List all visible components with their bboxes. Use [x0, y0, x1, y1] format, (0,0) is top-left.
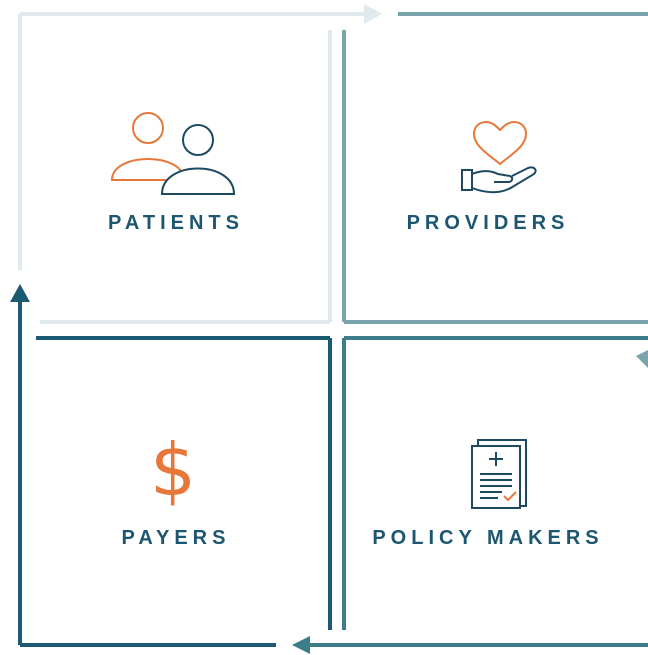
- people-icon: [110, 112, 236, 195]
- payers-arrow: [18, 300, 332, 647]
- dollar-sign-icon: $: [150, 428, 196, 512]
- policy-arrowhead: [292, 636, 310, 654]
- payers-label: PAYERS: [121, 527, 231, 549]
- providers-label: PROVIDERS: [406, 212, 570, 234]
- document-icon: [471, 439, 527, 509]
- providers-arrow: [342, 12, 648, 324]
- policy-makers-label: POLICY MAKERS: [372, 527, 604, 549]
- providers-arrowhead-edge: [636, 350, 648, 368]
- payers-arrowhead: [10, 284, 30, 302]
- patients-node: PATIENTS: [0, 0, 320, 320]
- providers-node: PROVIDERS: [328, 0, 648, 320]
- policy-arrow: [310, 336, 648, 647]
- policy-makers-node: POLICY MAKERS: [328, 320, 648, 640]
- heart-in-hand-icon: [461, 120, 537, 194]
- patients-label: PATIENTS: [108, 212, 244, 234]
- patients-arrowhead: [364, 4, 382, 24]
- payers-node: $ PAYERS: [0, 320, 320, 640]
- patients-arrow: [18, 12, 368, 324]
